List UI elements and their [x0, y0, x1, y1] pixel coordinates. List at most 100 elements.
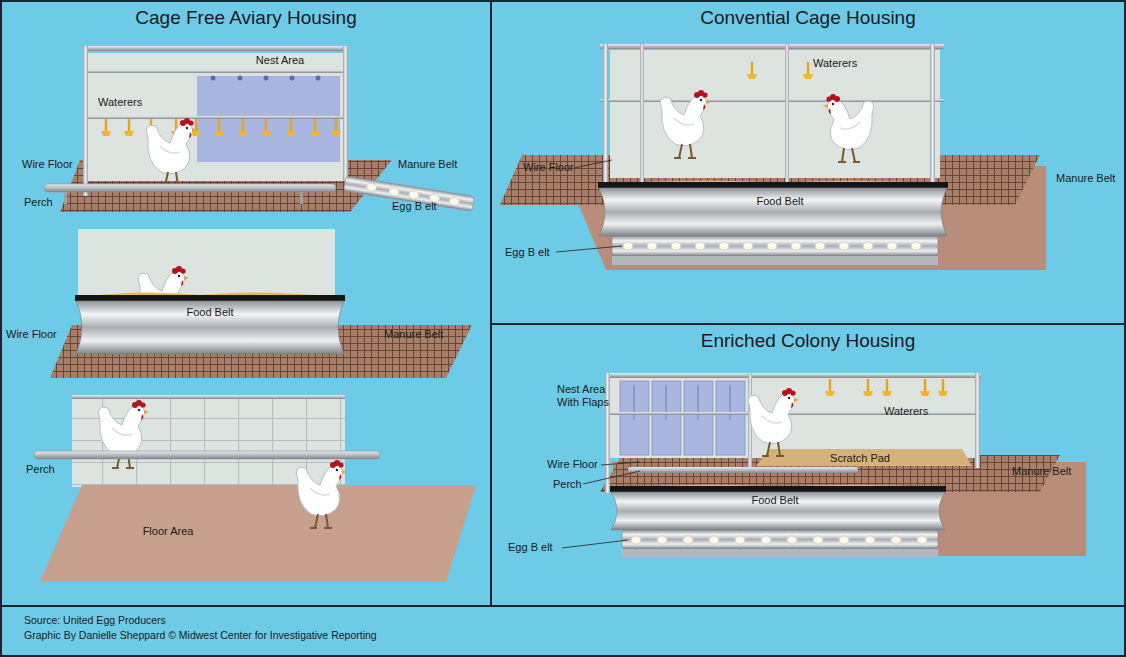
- conventional-cage-part: [823, 94, 874, 162]
- conventional-cage-part: [612, 256, 938, 265]
- waterer-row: [101, 119, 341, 136]
- waterer-row-part: [331, 119, 341, 136]
- conventional-cage-part: [600, 44, 944, 49]
- enriched-colony-part: [605, 373, 981, 378]
- egg-row-part: [719, 242, 729, 250]
- part-label: Wire Floor: [6, 328, 57, 341]
- leader-line: [562, 462, 640, 548]
- part-label: Waterers: [884, 405, 928, 418]
- egg-row-part: [709, 536, 719, 544]
- enriched-colony-part: [920, 379, 930, 396]
- part-label: Manure Belt: [384, 328, 443, 341]
- egg-row: [631, 536, 927, 544]
- part-label: Floor Area: [143, 525, 194, 538]
- aviary-top-level-part: [146, 118, 197, 186]
- egg-belt-slope-part: [449, 197, 460, 206]
- egg-row-part: [743, 242, 753, 250]
- part-label: Manure Belt: [398, 158, 457, 171]
- aviary-middle-level-part: [78, 229, 335, 301]
- enriched-colony-part: [975, 373, 980, 468]
- aviary-top-level-part-part: [238, 76, 243, 81]
- aviary-top-level-part: [83, 46, 88, 196]
- conventional-cage-part: [660, 90, 711, 158]
- waterer-row-part: [261, 119, 271, 136]
- housing-panel: Convential Cage Housing: [490, 0, 1126, 325]
- aviary-middle-level-part: [75, 295, 345, 301]
- aviary-middle-level: [50, 229, 472, 378]
- egg-row-part: [865, 536, 875, 544]
- aviary-top-level-part-part: [264, 76, 269, 81]
- egg-row-part: [735, 536, 745, 544]
- waterer-row-part: [238, 119, 248, 136]
- waterer-row-part: [286, 119, 296, 136]
- conventional-cage-part: [603, 44, 608, 186]
- egg-row-part: [787, 536, 797, 544]
- credit-text: Graphic By Danielle Sheppard © Midwest C…: [2, 628, 1124, 643]
- egg-row-part: [917, 536, 927, 544]
- aviary-top-level: [44, 46, 474, 212]
- waterer-row-part: [214, 119, 224, 136]
- conventional-cage-part: [640, 44, 644, 186]
- conventional-cage-part: [930, 44, 935, 186]
- waterer-row-part: [310, 119, 320, 136]
- part-label: Food Belt: [186, 306, 233, 319]
- conventional-cage-part: [785, 44, 789, 186]
- conventional-cage-part: [803, 62, 813, 79]
- egg-row-part: [839, 242, 849, 250]
- conventional-cage-part: [610, 50, 940, 178]
- aviary-top-level-part: [85, 70, 347, 73]
- egg-row-part: [647, 242, 657, 250]
- egg-row-part: [791, 242, 801, 250]
- waterer-row-part: [124, 119, 134, 136]
- enriched-colony-part: [938, 379, 948, 396]
- part-label: Wire Floor: [22, 158, 73, 171]
- egg-row-part: [863, 242, 873, 250]
- egg-row-part: [911, 242, 921, 250]
- egg-row-part: [891, 536, 901, 544]
- enriched-colony-part: [825, 379, 835, 396]
- waterer-row-part: [101, 119, 111, 136]
- aviary-floor-level: [34, 395, 476, 582]
- enriched-colony-part: [608, 378, 978, 458]
- aviary-top-level-part-part: [316, 76, 321, 81]
- aviary-top-level-part-part: [211, 76, 216, 81]
- part-label: Nest Area With Flaps: [557, 383, 619, 409]
- part-label: Perch: [24, 196, 53, 209]
- part-label: Manure Belt: [1012, 465, 1071, 478]
- egg-row-part: [695, 242, 705, 250]
- aviary-floor-level-part: [40, 485, 476, 582]
- part-label: Nest Area: [256, 54, 304, 67]
- part-label: Wire Floor: [547, 458, 598, 471]
- aviary-top-level-part: [44, 184, 336, 192]
- enriched-colony-part: [628, 467, 858, 473]
- conventional-cage-part: [612, 236, 938, 256]
- part-label: Wire Floor: [523, 161, 574, 174]
- housing-panel: Cage Free Aviary Housing: [0, 0, 492, 607]
- aviary-floor-level-part: [34, 451, 380, 459]
- aviary-top-level-part: [343, 46, 348, 181]
- conventional-cage-part: [600, 99, 944, 102]
- part-label: Scratch Pad: [830, 452, 890, 465]
- egg-row-part: [839, 536, 849, 544]
- egg-belt-slope-part: [366, 182, 377, 191]
- aviary-top-level-part: [85, 46, 347, 51]
- part-label: Egg B elt: [508, 541, 553, 554]
- nest-flaps: [620, 381, 745, 455]
- aviary-floor-level-part: [296, 460, 347, 528]
- part-label: Egg B elt: [392, 200, 437, 213]
- conventional-cage-part: [747, 62, 757, 79]
- part-label: Waterers: [813, 57, 857, 70]
- leader-line: [556, 160, 622, 252]
- egg-row-part: [631, 536, 641, 544]
- aviary-floor-level-part: [72, 395, 345, 399]
- egg-row-part: [767, 242, 777, 250]
- aviary-top-level-part: [300, 192, 303, 204]
- enriched-colony-part: [610, 486, 946, 492]
- panel-title: Cage Free Aviary Housing: [2, 2, 490, 29]
- enriched-colony-part: [622, 549, 938, 557]
- egg-belt-slope-part: [389, 187, 400, 196]
- egg-row-part: [761, 536, 771, 544]
- part-label: Perch: [26, 463, 55, 476]
